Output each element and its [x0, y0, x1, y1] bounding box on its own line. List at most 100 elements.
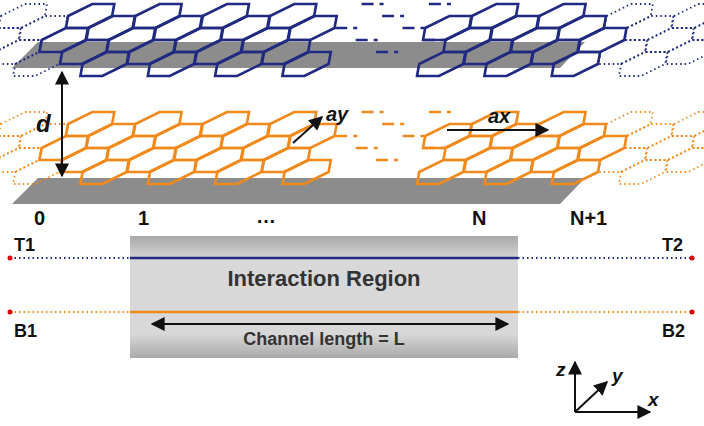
lattice-hexagon: [80, 160, 128, 184]
lattice-hexagon: [80, 52, 128, 76]
lattice-hexagon: [511, 28, 559, 52]
lattice-hexagon: [443, 28, 491, 52]
lattice-vector: [293, 117, 322, 143]
lattice-hexagon: [288, 124, 336, 148]
lattice-hexagon: [133, 112, 181, 136]
lattice-hexagon: [133, 4, 181, 28]
lattice-hexagon: [645, 28, 693, 52]
lattice-hexagon: [578, 136, 626, 160]
lattice-hexagon: [605, 4, 653, 28]
lattice-hexagon: [0, 4, 47, 28]
lattice-hexagon: [335, 27, 357, 30]
lattice-hexagon: [537, 4, 585, 28]
lattice-hexagon: [672, 4, 704, 28]
lattice-hexagon: [195, 148, 243, 172]
lattice-hexagon: [242, 28, 290, 52]
region-title: Interaction Region: [227, 266, 420, 292]
lattice-hexagon: [60, 40, 108, 64]
lattice-hexagon: [376, 159, 398, 162]
lattice-hexagon: [60, 148, 108, 172]
label: B2: [662, 322, 685, 340]
length-arrow: [152, 323, 508, 325]
lattice-hexagon: [558, 124, 606, 148]
terminal-dot: [8, 310, 13, 315]
label: N: [472, 208, 486, 228]
lattice-hexagon: [443, 136, 491, 160]
channel-line: [130, 257, 518, 260]
label: …: [256, 206, 276, 226]
lattice-hexagon: [619, 52, 667, 76]
lattice-hexagon: [464, 148, 512, 172]
lattice-hexagon: [0, 28, 21, 52]
lattice-hexagon: [221, 124, 269, 148]
lattice-hexagon: [578, 28, 626, 52]
lattice-hexagon: [490, 124, 538, 148]
lattice-hexagon: [619, 160, 667, 184]
lattice-vector: [447, 129, 548, 131]
lattice-hexagon: [288, 16, 336, 40]
lattice-hexagon: [470, 4, 518, 28]
lead-line: [10, 257, 130, 259]
lattice-hexagon: [262, 148, 310, 172]
lead-line: [10, 311, 130, 313]
lattice-hexagon: [13, 52, 61, 76]
lattice-hexagon: [511, 136, 559, 160]
label: 0: [34, 208, 45, 228]
axis: [575, 382, 607, 412]
lattice-hexagon: [0, 40, 41, 64]
lattice-hexagon: [537, 112, 585, 136]
lattice-hexagon: [605, 112, 653, 136]
lattice-hexagon: [215, 52, 263, 76]
lattice-hexagon: [268, 112, 316, 136]
lattice-hexagon: [148, 160, 196, 184]
lattice-hexagon: [599, 148, 647, 172]
lattice-hexagon: [382, 15, 404, 18]
lattice-hexagon: [625, 16, 673, 40]
terminal-dot: [690, 310, 695, 315]
lattice-hexagon: [362, 3, 384, 6]
lattice-hexagon: [221, 16, 269, 40]
lattice-hexagon: [13, 160, 61, 184]
lattice-hexagon: [107, 28, 155, 52]
lead-line: [518, 257, 692, 259]
lattice-hexagon: [215, 160, 263, 184]
axis: [575, 411, 650, 413]
lattice-hexagon: [40, 136, 88, 160]
lattice-hexagon: [484, 160, 532, 184]
lattice-hexagon: [429, 111, 451, 114]
lattice-hexagon: [552, 160, 600, 184]
lattice-hexagon: [40, 28, 88, 52]
lattice-hexagon: [174, 28, 222, 52]
lattice-hexagon: [86, 124, 134, 148]
lattice-hexagon: [154, 124, 202, 148]
lattice-hexagon: [672, 112, 704, 136]
lattice-hexagon: [242, 136, 290, 160]
label: y: [612, 366, 623, 385]
lattice-hexagon: [356, 39, 378, 42]
region-ground: [130, 236, 518, 358]
lattice-hexagon: [201, 112, 249, 136]
label: ay: [326, 104, 348, 124]
lattice-hexagon: [86, 16, 134, 40]
lattice-hexagon: [417, 160, 465, 184]
lattice-hexagon: [403, 135, 425, 138]
lattice-hexagon: [201, 4, 249, 28]
lattice-hexagon: [268, 4, 316, 28]
lattice-hexagon: [282, 52, 330, 76]
lattice-hexagon: [429, 3, 451, 6]
lattice-hexagon: [484, 52, 532, 76]
lattice-hexagon: [66, 112, 114, 136]
lattice-hexagon: [154, 16, 202, 40]
lattice-hexagon: [531, 148, 579, 172]
interaction-region: Interaction RegionChannel length = L: [130, 236, 518, 358]
lattice-hexagon: [335, 135, 357, 138]
lattice-hexagon: [19, 16, 67, 40]
lattice-hexagon: [174, 136, 222, 160]
lattice-hexagon: [262, 40, 310, 64]
lattice-hexagon: [599, 40, 647, 64]
lattice-hexagon: [423, 124, 471, 148]
lattice-hexagon: [423, 16, 471, 40]
lattice-hexagon: [464, 40, 512, 64]
lattice-hexagon: [645, 136, 693, 160]
gate-strip: [12, 178, 585, 204]
